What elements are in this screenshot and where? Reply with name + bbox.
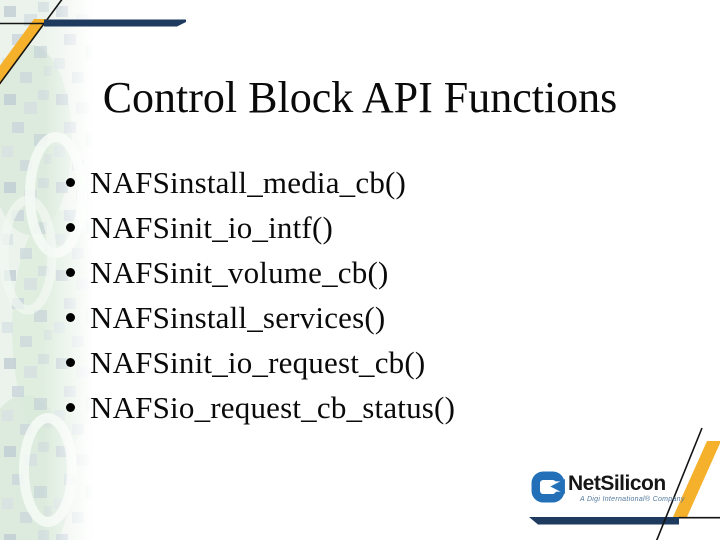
slide-title: Control Block API Functions [102, 73, 618, 122]
bullet-icon [66, 358, 75, 367]
bullet-item: NAFSinstall_services() [60, 295, 520, 340]
bullet-text: NAFSinit_io_request_cb() [90, 344, 426, 380]
logo-wordmark: NetSilicon [568, 472, 666, 495]
netsilicon-logo-icon [531, 471, 565, 503]
bullet-item: NAFSinstall_media_cb() [60, 160, 520, 205]
bullet-icon [66, 178, 75, 187]
bullet-text: NAFSinit_io_intf() [90, 209, 334, 245]
bullet-item: NAFSinit_io_request_cb() [60, 340, 520, 385]
bullet-text: NAFSinstall_services() [90, 299, 386, 335]
bullet-text: NAFSinstall_media_cb() [90, 164, 407, 200]
bullet-item: NAFSio_request_cb_status() [60, 385, 520, 430]
bullet-icon [66, 313, 75, 322]
bullet-icon [66, 223, 75, 232]
navy-bar-bottom [529, 517, 679, 525]
bullet-item: NAFSinit_io_intf() [60, 205, 520, 250]
bullet-text: NAFSinit_volume_cb() [90, 254, 389, 290]
logo-text-block: NetSilicon A Digi International® Company [568, 471, 685, 504]
bullet-item: NAFSinit_volume_cb() [60, 250, 520, 295]
left-texture-strip [0, 0, 96, 540]
bullet-icon [66, 403, 75, 412]
logo-tagline: A Digi International® Company [580, 496, 685, 503]
bullet-list: NAFSinstall_media_cb() NAFSinit_io_intf(… [60, 160, 520, 430]
netsilicon-logo: NetSilicon A Digi International® Company [531, 471, 685, 504]
bullet-icon [66, 268, 75, 277]
bullet-text: NAFSio_request_cb_status() [90, 389, 456, 425]
